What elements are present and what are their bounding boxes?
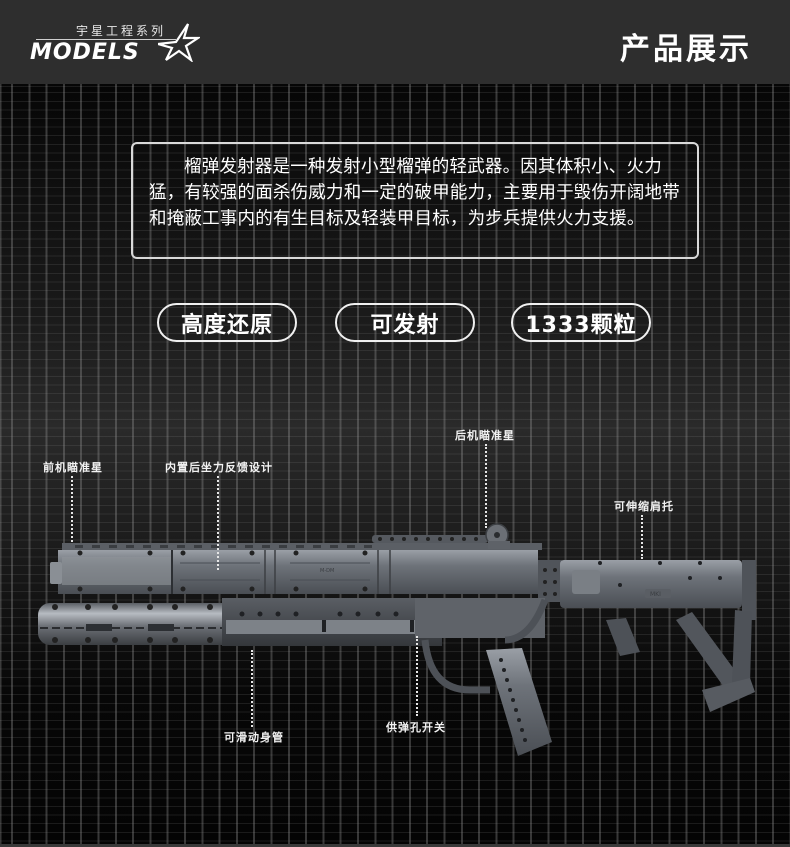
logo-subtitle: 宇星工程系列 <box>76 24 167 38</box>
logo-brand: MODELS <box>30 40 140 65</box>
description-text: 榴弹发射器是一种发射小型榴弹的轻武器。因其体积小、火力猛，有较强的面杀伤威力和一… <box>149 157 680 229</box>
callout-leader-stock <box>641 515 643 559</box>
callout-feed-switch: 供弹孔开关 <box>386 721 446 734</box>
stock-badge: MKI <box>650 591 661 598</box>
callout-leader-barrel <box>251 650 253 727</box>
callout-barrel: 可滑动身管 <box>224 731 284 744</box>
callout-front-sight: 前机瞄准星 <box>43 461 103 474</box>
logo-divider <box>36 39 176 40</box>
star-icon <box>158 23 200 62</box>
callout-stock: 可伸缩肩托 <box>614 500 674 513</box>
feature-badge-piece-count: 1333颗粒 <box>511 303 651 342</box>
receiver-marking: M-DM <box>320 568 334 574</box>
brand-logo: 宇星工程系列 MODELS <box>28 20 208 66</box>
header-bar: 宇星工程系列 MODELS 产品展示 <box>0 0 790 84</box>
callout-rear-sight: 后机瞄准星 <box>455 429 515 442</box>
description-box: 榴弹发射器是一种发射小型榴弹的轻武器。因其体积小、火力猛，有较强的面杀伤威力和一… <box>131 142 699 259</box>
callout-leader-recoil-system <box>217 476 219 570</box>
callout-leader-feed-switch <box>416 636 418 716</box>
callout-leader-rear-sight <box>485 444 487 528</box>
page-title: 产品展示 <box>620 32 752 67</box>
callout-leader-front-sight <box>71 476 73 542</box>
feature-badge-launchable: 可发射 <box>335 303 475 342</box>
bottom-divider <box>0 844 790 847</box>
feature-badge-high-fidelity: 高度还原 <box>157 303 297 342</box>
callout-recoil-system: 内置后坐力反馈设计 <box>165 461 273 474</box>
